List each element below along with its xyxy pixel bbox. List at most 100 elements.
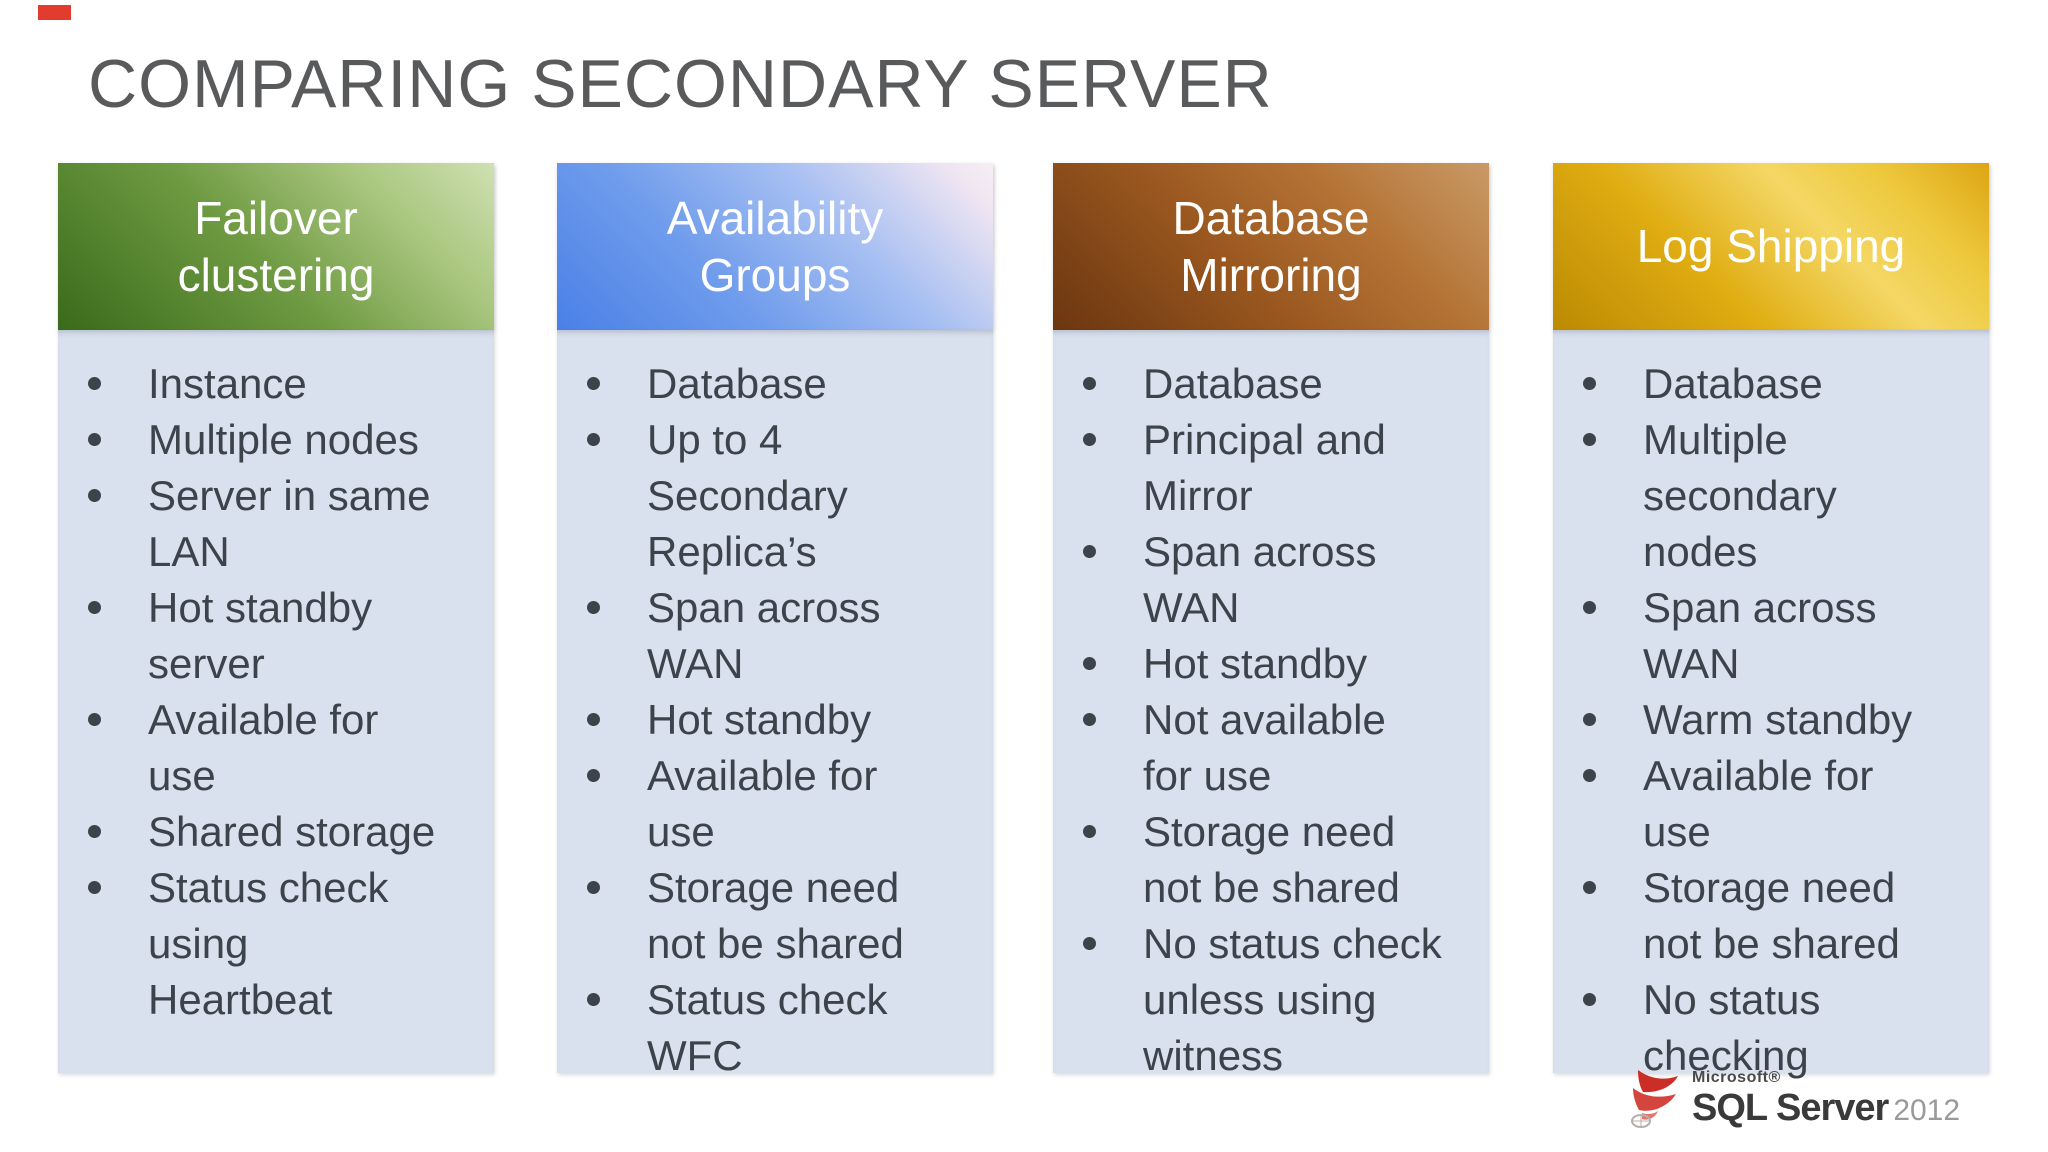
bullet-icon — [88, 489, 101, 502]
list-item-text: Storage need not be shared — [647, 864, 904, 967]
bullet-icon — [1583, 713, 1596, 726]
list-item-text: Multiple secondary nodes — [1643, 416, 1837, 575]
bullet-icon — [587, 993, 600, 1006]
bullet-icon — [1083, 433, 1096, 446]
bullet-list: Instance Multiple nodes Server in same L… — [58, 330, 494, 1028]
list-item-text: Multiple nodes — [148, 416, 419, 463]
list-item: Database — [1053, 356, 1479, 412]
column-header-failover-clustering: Failover clustering — [58, 163, 494, 330]
list-item-text: Shared storage — [148, 808, 436, 855]
list-item-text: No status checking — [1643, 976, 1821, 1079]
product-wordmark-line: SQL Server 2012 — [1692, 1087, 1960, 1129]
column-body-availability-groups: Database Up to 4 Secondary Replica’s Spa… — [557, 330, 993, 1079]
list-item: No status checking — [1553, 972, 1979, 1084]
list-item-text: Principal and Mirror — [1143, 416, 1386, 519]
list-item-text: Span across WAN — [647, 584, 881, 687]
list-item: Status check using Heartbeat — [58, 860, 484, 1028]
column-header-label: Log Shipping — [1636, 220, 1906, 272]
list-item-text: Warm standby — [1643, 696, 1913, 743]
column-header-label: Database Mirroring — [1172, 191, 1370, 301]
bullet-icon — [587, 377, 600, 390]
column-database-mirroring: Database Mirroring Database Principal an… — [1053, 163, 1489, 1079]
column-body-log-shipping: Database Multiple secondary nodes Span a… — [1553, 330, 1989, 1079]
bullet-list: Database Up to 4 Secondary Replica’s Spa… — [557, 330, 993, 1084]
column-availability-groups: Availability Groups Database Up to 4 Sec… — [557, 163, 993, 1079]
list-item: Storage need not be shared — [557, 860, 983, 972]
list-item: Hot standby server — [58, 580, 484, 692]
list-item-text: Database — [1143, 360, 1323, 407]
list-item-text: Available for use — [148, 696, 379, 799]
list-item: Not available for use — [1053, 692, 1479, 804]
list-item-text: Hot standby — [647, 696, 872, 743]
list-item: Available for use — [557, 748, 983, 860]
bullet-list: Database Multiple secondary nodes Span a… — [1553, 330, 1989, 1084]
sql-server-logo: Microsoft® SQL Server 2012 — [1628, 1068, 1960, 1130]
column-header-label: Failover clustering — [177, 191, 375, 301]
bullet-icon — [1083, 937, 1096, 950]
list-item-text: Instance — [148, 360, 307, 407]
bullet-icon — [1083, 825, 1096, 838]
list-item: Database — [557, 356, 983, 412]
list-item: Warm standby — [1553, 692, 1979, 748]
list-item-text: Up to 4 Secondary Replica’s — [647, 416, 848, 575]
bullet-list: Database Principal and Mirror Span acros… — [1053, 330, 1489, 1084]
list-item-text: Available for use — [1643, 752, 1874, 855]
list-item: Hot standby — [557, 692, 983, 748]
bullet-icon — [1583, 433, 1596, 446]
list-item-text: No status check unless using witness — [1143, 920, 1442, 1079]
list-item: Multiple secondary nodes — [1553, 412, 1979, 580]
list-item-text: Hot standby — [1143, 640, 1368, 687]
column-body-database-mirroring: Database Principal and Mirror Span acros… — [1053, 330, 1489, 1079]
bullet-icon — [587, 601, 600, 614]
bullet-icon — [1083, 377, 1096, 390]
column-header-database-mirroring: Database Mirroring — [1053, 163, 1489, 330]
list-item: Principal and Mirror — [1053, 412, 1479, 524]
sql-server-swirl-icon — [1628, 1068, 1684, 1130]
list-item: Multiple nodes — [58, 412, 484, 468]
bullet-icon — [88, 713, 101, 726]
list-item-text: Server in same LAN — [148, 472, 431, 575]
list-item: Span across WAN — [557, 580, 983, 692]
bullet-icon — [1583, 881, 1596, 894]
bullet-icon — [1083, 657, 1096, 670]
bullet-icon — [88, 881, 101, 894]
bullet-icon — [1083, 713, 1096, 726]
microsoft-wordmark: Microsoft® — [1692, 1069, 1781, 1086]
list-item-text: Hot standby server — [148, 584, 373, 687]
list-item: Status check WFC — [557, 972, 983, 1084]
bullet-icon — [88, 601, 101, 614]
column-log-shipping: Log Shipping Database Multiple secondary… — [1553, 163, 1989, 1079]
list-item-text: Storage need not be shared — [1643, 864, 1900, 967]
list-item-text: Database — [1643, 360, 1823, 407]
list-item-text: Status check using Heartbeat — [148, 864, 389, 1023]
bullet-icon — [587, 769, 600, 782]
list-item: Shared storage — [58, 804, 484, 860]
list-item: No status check unless using witness — [1053, 916, 1479, 1084]
bullet-icon — [1083, 545, 1096, 558]
list-item: Server in same LAN — [58, 468, 484, 580]
bullet-icon — [1583, 993, 1596, 1006]
list-item: Up to 4 Secondary Replica’s — [557, 412, 983, 580]
column-header-label: Availability Groups — [666, 191, 884, 301]
list-item-text: Span across WAN — [1143, 528, 1377, 631]
list-item: Hot standby — [1053, 636, 1479, 692]
list-item-text: Span across WAN — [1643, 584, 1877, 687]
bullet-icon — [1583, 601, 1596, 614]
list-item: Available for use — [1553, 748, 1979, 860]
list-item: Database — [1553, 356, 1979, 412]
list-item-text: Not available for use — [1143, 696, 1386, 799]
page-title: COMPARING SECONDARY SERVER — [88, 46, 1273, 122]
list-item-text: Database — [647, 360, 827, 407]
list-item: Span across WAN — [1053, 524, 1479, 636]
sql-server-logo-text: Microsoft® SQL Server 2012 — [1692, 1069, 1960, 1129]
list-item: Storage need not be shared — [1053, 804, 1479, 916]
bullet-icon — [587, 881, 600, 894]
bullet-icon — [587, 713, 600, 726]
column-header-log-shipping: Log Shipping — [1553, 163, 1989, 330]
sql-server-wordmark: SQL Server — [1692, 1087, 1889, 1129]
list-item: Storage need not be shared — [1553, 860, 1979, 972]
bullet-icon — [88, 825, 101, 838]
column-body-failover-clustering: Instance Multiple nodes Server in same L… — [58, 330, 494, 1073]
bullet-icon — [1583, 769, 1596, 782]
